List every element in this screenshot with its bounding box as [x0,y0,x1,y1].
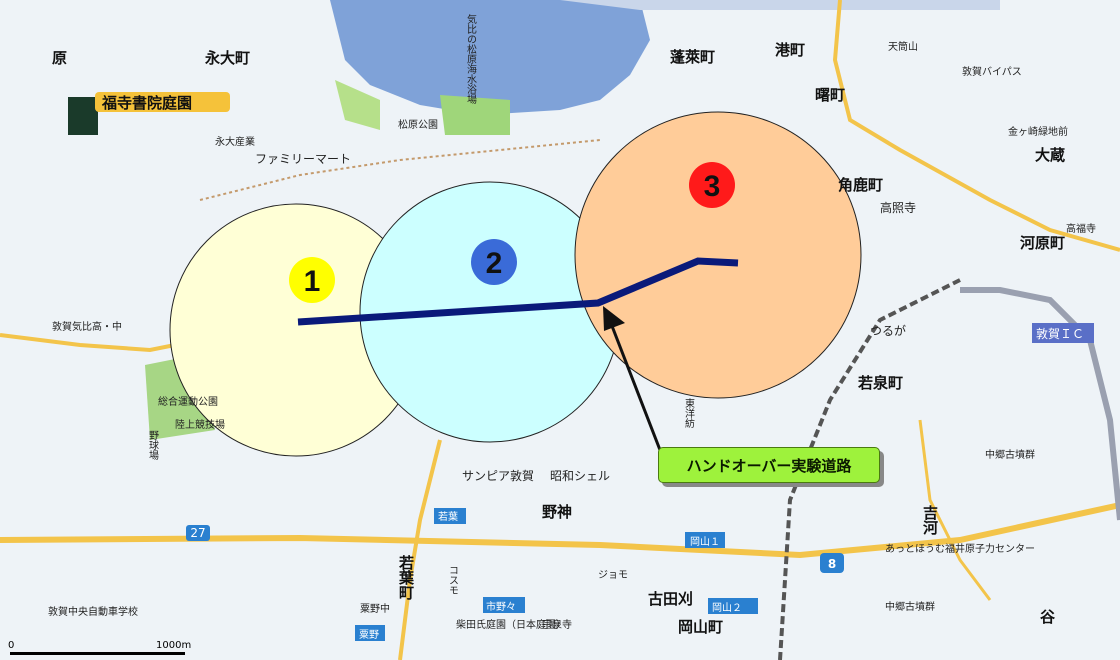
building-icon [68,97,98,135]
label-yakyu: 野球場 [147,430,159,461]
route27-shield [186,525,210,541]
label-wakaizumi: 若泉町 [857,374,903,392]
label-horai: 蓬萊町 [670,48,715,66]
label-matsubara-park: 松原公園 [398,118,438,131]
expressway [960,287,1120,521]
ichinono-badge [483,597,525,613]
label-ichinono: 市野々 [486,600,516,613]
road-wakaba [398,439,442,660]
route-27 [0,502,1120,559]
badge-1 [289,257,335,303]
label-tsuruga-ic: 敦賀ＩＣ [1036,326,1084,341]
shore [560,0,1000,10]
label-kofuku: 高福寺 [1066,222,1096,235]
label-wakaba-cho: 若葉町 [397,554,415,601]
label-nakago-south: 中郷古墳群 [885,600,935,613]
route8-shield [820,553,844,573]
label-tani: 谷 [1040,608,1056,626]
label-kosho: 高照寺 [880,200,916,215]
label-kotaka: 古田刈 [648,590,693,608]
cell-circle-3[interactable] [574,111,862,399]
label-family-mart: ファミリーマート [255,152,351,166]
label-nakago: 中郷古墳群 [985,448,1035,461]
label-kawara: 河原町 [1020,234,1065,252]
label-wakaba: 若葉 [438,510,458,523]
road-yoshikawa [918,419,992,601]
badge-2 [471,239,517,285]
label-nogami: 野神 [542,503,572,521]
label-driving-school: 敦賀中央自動車学校 [48,605,138,618]
scale-bar-line [10,652,185,655]
ic-badge [1032,323,1094,343]
label-joymo: ジョモ [598,570,628,581]
label-cosmo: コスモ [447,565,458,595]
label-sogo-undo: 総合運動公園 [158,395,218,408]
label-toyobo: 東洋紡 [683,397,695,429]
okayama1-badge [685,532,725,548]
label-einai-sangyo: 永大産業 [215,135,255,148]
label-route8: 8 [828,557,836,571]
scale-bar: 0 1000m [6,640,206,660]
label-kakushika: 角鹿町 [838,176,883,194]
meno-badge [355,625,385,641]
label-attoho: あっとほうむ福井原子力センター [885,542,1035,555]
badge-3 [689,162,735,208]
label-okura: 大蔵 [1035,146,1065,164]
label-bypass: 敦賀バイパス [962,65,1022,78]
badge-1-label: 1 [304,265,321,298]
label-okayama1: 岡山１ [690,536,720,548]
handover-road-callout: ハンドオーバー実験道路 [658,447,880,483]
bypass-road [832,0,1120,252]
label-rikujo: 陸上競技場 [175,418,225,431]
badge-2-label: 2 [486,247,503,280]
label-sunpia: サンピア敦賀 [462,468,534,483]
callout-arrow-line [610,325,662,451]
label-okayama2: 岡山２ [712,602,742,614]
minor-road [199,139,601,201]
handover-route [297,257,739,326]
scale-start-label: 0 [8,640,15,651]
matsubara-green [440,95,510,135]
okayama2-badge [708,598,758,614]
label-einai: 永大町 [204,49,250,67]
label-sosoji: 宗泉寺 [542,618,572,631]
label-hara: 原 [52,49,67,67]
tsuruga-bay [330,0,650,115]
label-showa-shell: 昭和シェル [550,469,610,483]
label-kehi-high: 敦賀気比高・中 [52,320,122,333]
label-okayama-cho: 岡山町 [678,618,723,636]
label-minato: 港町 [775,41,805,59]
scale-end-label: 1000m [156,640,192,651]
label-kanegasaki: 金ヶ崎緑地前 [1008,125,1068,138]
label-route27: 27 [190,526,205,540]
label-meno-junior: 粟野中 [360,602,390,615]
label-matsubara-beach: 気比の松原海水浴場 [465,13,477,105]
fukuji-badge [95,92,230,112]
label-yoshikawa: 吉河 [921,504,939,536]
badge-3-label: 3 [704,170,721,203]
label-meno: 粟野 [359,629,379,641]
label-tsuruga-station: つるが [870,323,906,338]
park-green [335,80,380,130]
label-shibata: 柴田氏庭園（日本庭園） [456,618,566,631]
railway [778,278,961,660]
label-tenzutsu: 天筒山 [888,40,918,53]
callout-arrow-head [603,306,625,331]
wakaba-badge [434,508,466,524]
label-fukuji: 福寺書院庭園 [101,94,192,112]
label-akebono: 曙町 [815,86,845,104]
